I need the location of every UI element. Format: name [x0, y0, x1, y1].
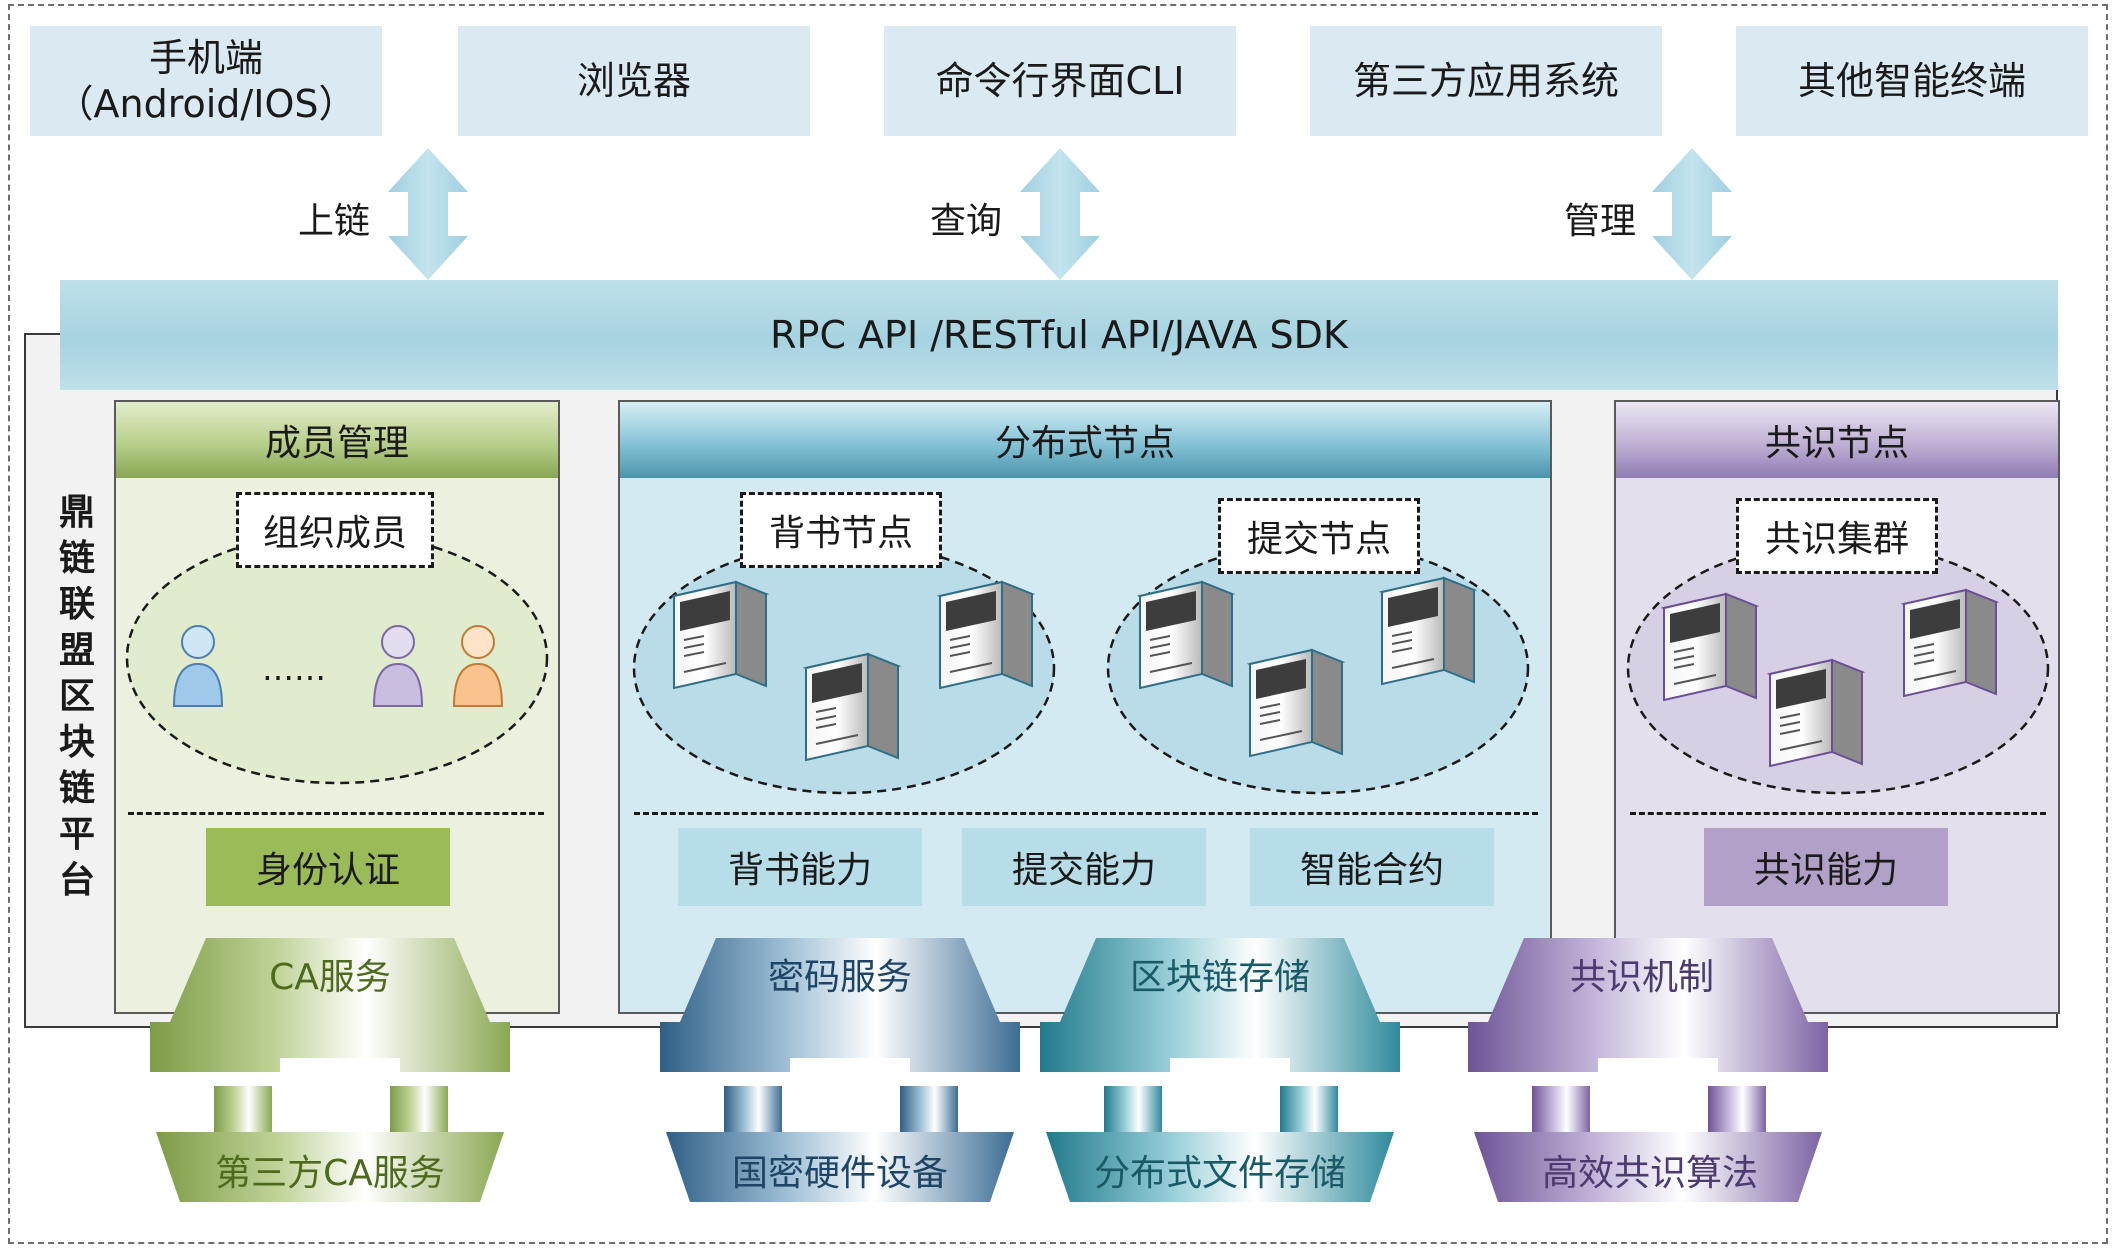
service-crypto-bottom-label: 国密硬件设备	[731, 1153, 948, 1194]
service-storage-bottom-label: 分布式文件存储	[1093, 1153, 1346, 1194]
member-panel-title: 成员管理	[264, 423, 409, 464]
node-panel-header: 分布式节点	[620, 402, 1550, 478]
commit-node-text: 提交节点	[1246, 519, 1391, 560]
consensus-cluster-text: 共识集群	[1764, 519, 1909, 560]
client-browser[interactable]: 浏览器	[458, 26, 810, 136]
consensus-divider	[1630, 812, 2046, 815]
service-crypto-top-label: 密码服务	[767, 957, 912, 998]
commit-node-label: 提交节点	[1218, 498, 1420, 574]
client-mobile[interactable]: 手机端 （Android/IOS）	[30, 26, 382, 136]
consensus-panel: 共识节点	[1614, 400, 2060, 1014]
node-ability-endorse: 背书能力	[678, 828, 922, 906]
endorse-node-text: 背书节点	[768, 513, 913, 554]
outer-frame	[8, 4, 2108, 1244]
arrow-label-left: 上链	[298, 201, 371, 242]
client-other-terminals[interactable]: 其他智能终端	[1736, 26, 2088, 136]
consensus-ability: 共识能力	[1704, 828, 1948, 906]
client-other-terminals-label: 其他智能终端	[1797, 59, 2026, 103]
api-bar-label: RPC API /RESTful API/JAVA SDK	[770, 313, 1348, 357]
member-ellipsis: ……	[262, 650, 326, 688]
consensus-cluster-label: 共识集群	[1736, 498, 1938, 574]
platform-title-char: 链	[58, 538, 95, 579]
member-panel-header: 成员管理	[116, 402, 558, 478]
endorse-node-label: 背书节点	[740, 492, 942, 568]
node-ability-endorse-label: 背书能力	[727, 850, 872, 891]
client-cli-label: 命令行界面CLI	[935, 59, 1185, 103]
double-arrow-left	[388, 148, 468, 280]
consensus-ability-label: 共识能力	[1753, 850, 1898, 891]
node-ability-contract-label: 智能合约	[1299, 850, 1444, 891]
consensus-panel-header: 共识节点	[1616, 402, 2058, 478]
member-group-text: 组织成员	[262, 513, 407, 554]
platform-title-char: 联	[58, 584, 95, 625]
client-mobile-line1: 手机端	[148, 36, 263, 80]
client-third-party-label: 第三方应用系统	[1352, 59, 1619, 103]
service-storage-top-label: 区块链存储	[1129, 957, 1310, 998]
node-ability-commit-label: 提交能力	[1011, 850, 1156, 891]
double-arrow-middle	[1020, 148, 1100, 280]
arrow-label-right: 管理	[1564, 201, 1637, 242]
member-group-label: 组织成员	[236, 492, 434, 568]
platform-title: 鼎 链 联 盟 区 块 链 平 台	[50, 490, 104, 904]
service-consensus-bottom-label: 高效共识算法	[1541, 1153, 1758, 1194]
platform-title-char: 盟	[58, 630, 95, 671]
service-ca-bottom-label: 第三方CA服务	[215, 1153, 445, 1194]
platform-title-char: 台	[58, 860, 95, 901]
arrow-label-middle: 查询	[930, 201, 1003, 242]
platform-title-char: 鼎	[58, 492, 95, 533]
platform-title-char: 平	[58, 814, 95, 855]
node-ability-contract: 智能合约	[1250, 828, 1494, 906]
double-arrow-right	[1652, 148, 1732, 280]
member-ability-label: 身份认证	[255, 850, 400, 891]
client-browser-label: 浏览器	[576, 59, 691, 103]
client-cli[interactable]: 命令行界面CLI	[884, 26, 1236, 136]
client-third-party[interactable]: 第三方应用系统	[1310, 26, 1662, 136]
node-panel-title: 分布式节点	[994, 423, 1175, 464]
member-ability: 身份认证	[206, 828, 450, 906]
service-ca-top-label: CA服务	[269, 957, 391, 998]
platform-title-char: 链	[58, 768, 95, 809]
client-mobile-line2: （Android/IOS）	[55, 82, 357, 126]
platform-title-char: 块	[58, 722, 95, 763]
service-consensus-top-label: 共识机制	[1569, 957, 1714, 998]
node-divider	[634, 812, 1538, 815]
member-divider	[128, 812, 544, 815]
node-ability-commit: 提交能力	[962, 828, 1206, 906]
api-bar: RPC API /RESTful API/JAVA SDK	[60, 280, 2058, 390]
consensus-panel-title: 共识节点	[1764, 423, 1909, 464]
platform-title-char: 区	[58, 676, 95, 717]
